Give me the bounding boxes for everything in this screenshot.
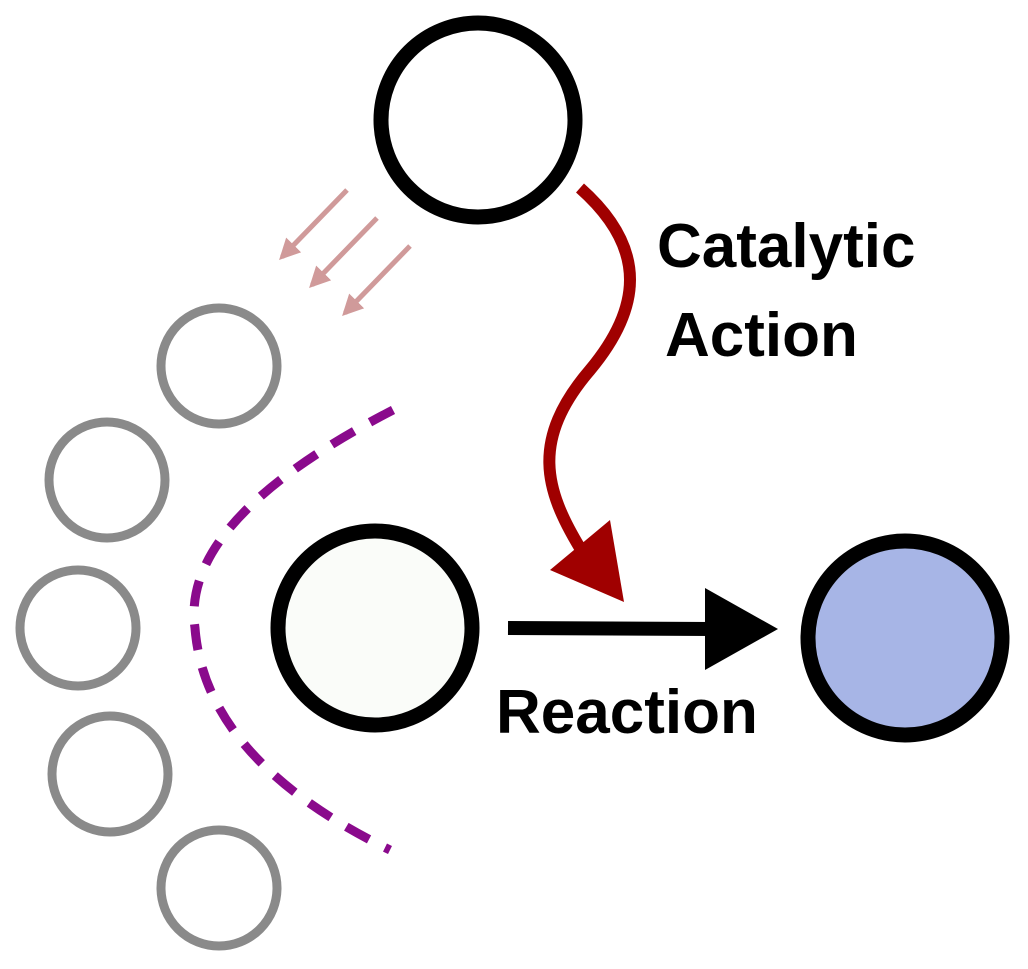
dashed-barrier-curve bbox=[189, 406, 396, 855]
environment-circle-4 bbox=[47, 711, 173, 837]
environment-circle-3 bbox=[15, 565, 141, 691]
reactant-circle bbox=[270, 523, 480, 733]
environment-circle-2 bbox=[44, 417, 170, 543]
approach-arrow-1 bbox=[279, 188, 349, 261]
catalytic-label-line1: Catalytic bbox=[657, 212, 915, 281]
approach-arrow-3 bbox=[342, 244, 412, 317]
product-circle bbox=[800, 533, 1010, 743]
environment-molecules bbox=[15, 303, 282, 951]
approach-arrows bbox=[279, 188, 412, 317]
catalytic-arrowhead bbox=[550, 520, 624, 602]
reaction-arrowhead bbox=[705, 588, 778, 670]
environment-circle-5 bbox=[156, 825, 282, 951]
environment-circle-1 bbox=[156, 303, 282, 429]
catalytic-arrow-shaft bbox=[543, 183, 636, 552]
catalytic-label-line2: Action bbox=[665, 301, 858, 370]
approach-arrow-2 bbox=[309, 216, 379, 289]
reaction-label: Reaction bbox=[496, 678, 758, 747]
catalyst-circle bbox=[373, 15, 583, 225]
reaction-arrow-shaft bbox=[507, 621, 713, 636]
